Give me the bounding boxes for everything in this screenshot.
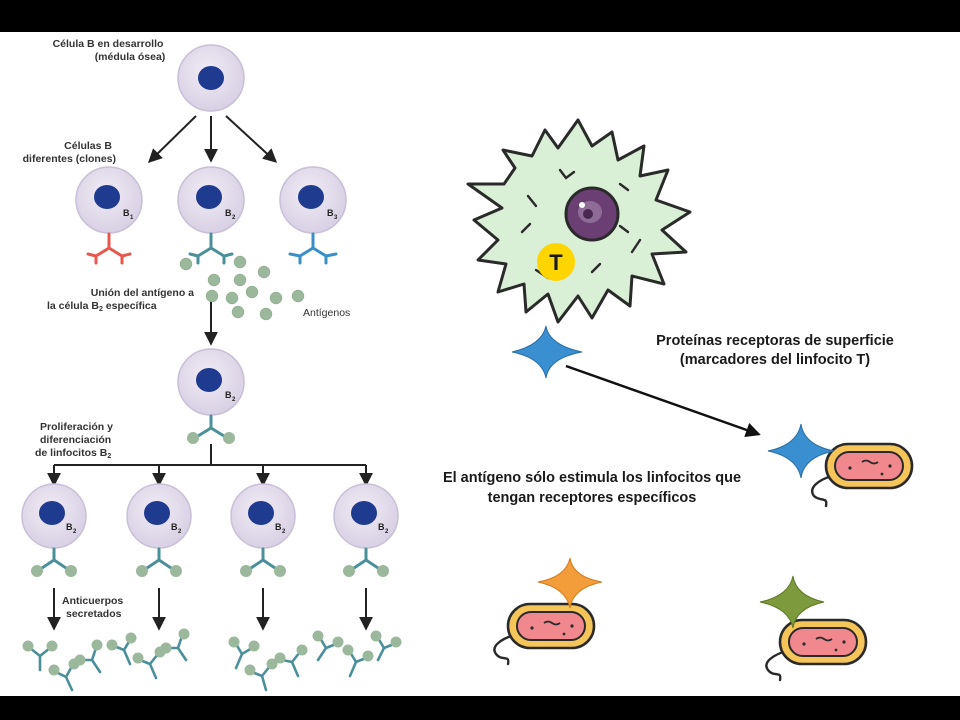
arrow-icon [147,115,197,163]
svg-text:B: B [327,208,334,218]
proliferation-label-line2: diferenciación [40,434,111,446]
y-receptor-icon [288,232,338,265]
bacterium-icon [811,442,914,508]
star-antigen-icon [767,423,835,479]
bacterium-icon [493,602,596,666]
svg-text:B: B [225,208,232,218]
star-antigen-icon [537,557,603,609]
secreted-antibodies-label-line2: secretados [66,608,122,620]
svg-text:B: B [225,390,232,400]
receptor-proteins-label-line2: (marcadores del linfocito T) [680,352,870,368]
antigen-statement-line2: tengan receptores específicos [488,490,697,506]
receptor-proteins-label-line1: Proteínas receptoras de superficie [656,333,894,349]
proliferation-label-line3: de linfocitos B2 [35,447,111,460]
svg-text:1: 1 [130,215,134,221]
svg-text:B: B [275,522,282,532]
secreted-antibodies-label-line1: Anticuerpos [62,595,123,607]
y-receptor-icon [188,232,234,265]
bacterium-icon [765,618,868,682]
star-antigen-icon [511,325,583,379]
proliferation-label-line1: Proliferación y [40,421,113,433]
daughter-b-cell-4: B 2 [333,483,399,577]
b-cell-clone-3: B 3 [279,166,347,234]
antigens-label: Antígenos [303,307,350,319]
y-receptor-icon [187,414,235,444]
antigen-statement-line1: El antígeno sólo estimula los linfocitos… [443,470,741,486]
svg-text:B: B [66,522,73,532]
arrow-icon [225,115,278,163]
daughter-b-cell-2: B 2 [126,483,192,577]
svg-text:B: B [171,522,178,532]
selected-b2-cell: B 2 [177,348,245,416]
star-antigen-icon [759,575,825,629]
content-background [0,32,960,696]
developing-b-cell-label-line2: (médula ósea) [95,51,166,63]
b-cell-clone-2: B 2 [177,166,245,234]
developing-b-cell-label-line1: Célula B en desarrollo [53,38,164,50]
svg-text:2: 2 [178,529,182,535]
t-cell-icon: T [466,118,692,324]
svg-text:2: 2 [282,529,286,535]
antigen-binding-label-line2: la célula B2 específica [47,300,157,313]
branch-connector [54,444,366,466]
svg-text:2: 2 [232,397,236,403]
y-receptor-icon [86,232,132,265]
svg-text:2: 2 [385,529,389,535]
b-cell-clone-1: B 1 [75,166,143,234]
daughter-b-cell-1: B 2 [21,483,87,577]
arrow-icon [565,364,761,438]
b-cell-icon [177,44,245,112]
svg-text:B: B [123,208,130,218]
different-b-cells-label-line1: Células B [64,140,112,152]
antigen-ball-icon [179,255,305,321]
antigen-ball-icon [22,628,402,676]
svg-text:2: 2 [73,529,77,535]
right-panel: T Proteínas receptoras de superficie (ma… [443,118,914,682]
left-panel: Célula B en desarrollo (médula ósea) Cél… [21,38,402,692]
svg-text:3: 3 [334,215,338,221]
antigen-binding-label-line1: Unión del antígeno a [91,287,194,299]
svg-text:B: B [378,522,385,532]
t-cell-letter: T [549,250,563,275]
svg-text:2: 2 [232,215,236,221]
different-b-cells-label-line2: diferentes (clones) [23,153,116,165]
daughter-b-cell-3: B 2 [230,483,296,577]
